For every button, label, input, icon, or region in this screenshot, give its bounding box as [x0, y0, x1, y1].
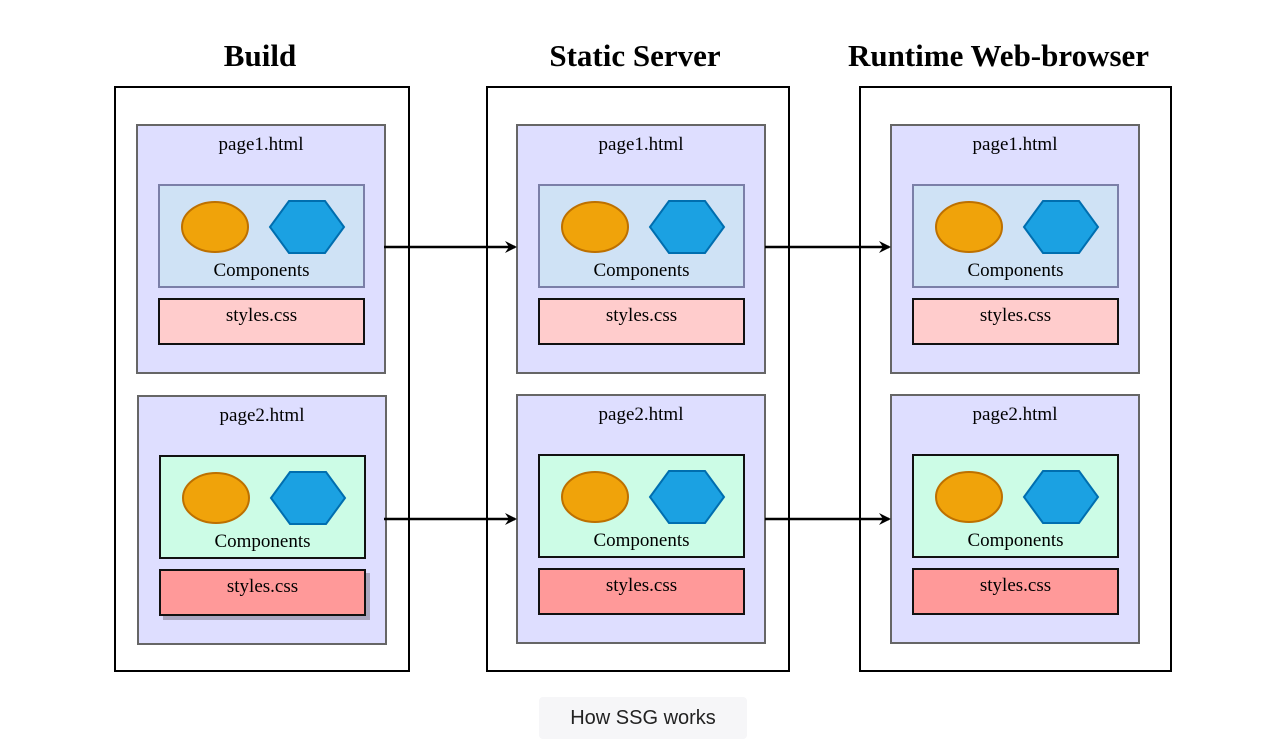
styles-file: styles.css [158, 298, 365, 345]
browser-page1: page1.html Components styles.css [890, 124, 1140, 374]
build-page2: page2.html Components styles.css [137, 395, 387, 645]
runtime-browser-column: page1.html Components styles.css page2.h… [859, 86, 1172, 672]
page-title: page1.html [218, 134, 304, 155]
components-box: Components [159, 455, 366, 559]
server-page2: page2.html Components styles.css [516, 394, 766, 644]
components-label: Components [213, 260, 310, 281]
components-box: Components [912, 454, 1119, 558]
orange-ellipse-icon [182, 472, 250, 524]
page-title: page2.html [972, 404, 1058, 425]
components-box: Components [538, 454, 745, 558]
server-page1: page1.html Components styles.css [516, 124, 766, 374]
column-title-static-server: Static Server [549, 38, 721, 73]
styles-file: styles.css [538, 298, 745, 345]
components-label: Components [967, 260, 1064, 281]
styles-file: styles.css [538, 568, 745, 615]
components-label: Components [593, 530, 690, 551]
blue-hexagon-icon [1022, 200, 1100, 254]
static-server-column: page1.html Components styles.css page2.h… [486, 86, 790, 672]
blue-hexagon-icon [648, 470, 726, 524]
page-title: page1.html [598, 134, 684, 155]
components-label: Components [967, 530, 1064, 551]
column-title-build: Build [223, 38, 297, 73]
page-title: page1.html [972, 134, 1058, 155]
orange-ellipse-icon [935, 471, 1003, 523]
components-box: Components [912, 184, 1119, 288]
styles-file: styles.css [912, 568, 1119, 615]
orange-ellipse-icon [935, 201, 1003, 253]
components-label: Components [593, 260, 690, 281]
browser-page2: page2.html Components styles.css [890, 394, 1140, 644]
components-box: Components [538, 184, 745, 288]
page-title: page2.html [219, 405, 305, 426]
blue-hexagon-icon [268, 200, 346, 254]
components-box: Components [158, 184, 365, 288]
blue-hexagon-icon [269, 471, 347, 525]
orange-ellipse-icon [181, 201, 249, 253]
styles-file: styles.css [912, 298, 1119, 345]
build-column: page1.html Components styles.css page2.h… [114, 86, 410, 672]
blue-hexagon-icon [648, 200, 726, 254]
components-label: Components [214, 531, 311, 552]
figure-caption: How SSG works [539, 697, 747, 739]
column-title-runtime-browser: Runtime Web-browser [847, 38, 1150, 73]
orange-ellipse-icon [561, 201, 629, 253]
orange-ellipse-icon [561, 471, 629, 523]
styles-file: styles.css [159, 569, 366, 616]
build-page1: page1.html Components styles.css [136, 124, 386, 374]
page-title: page2.html [598, 404, 684, 425]
blue-hexagon-icon [1022, 470, 1100, 524]
